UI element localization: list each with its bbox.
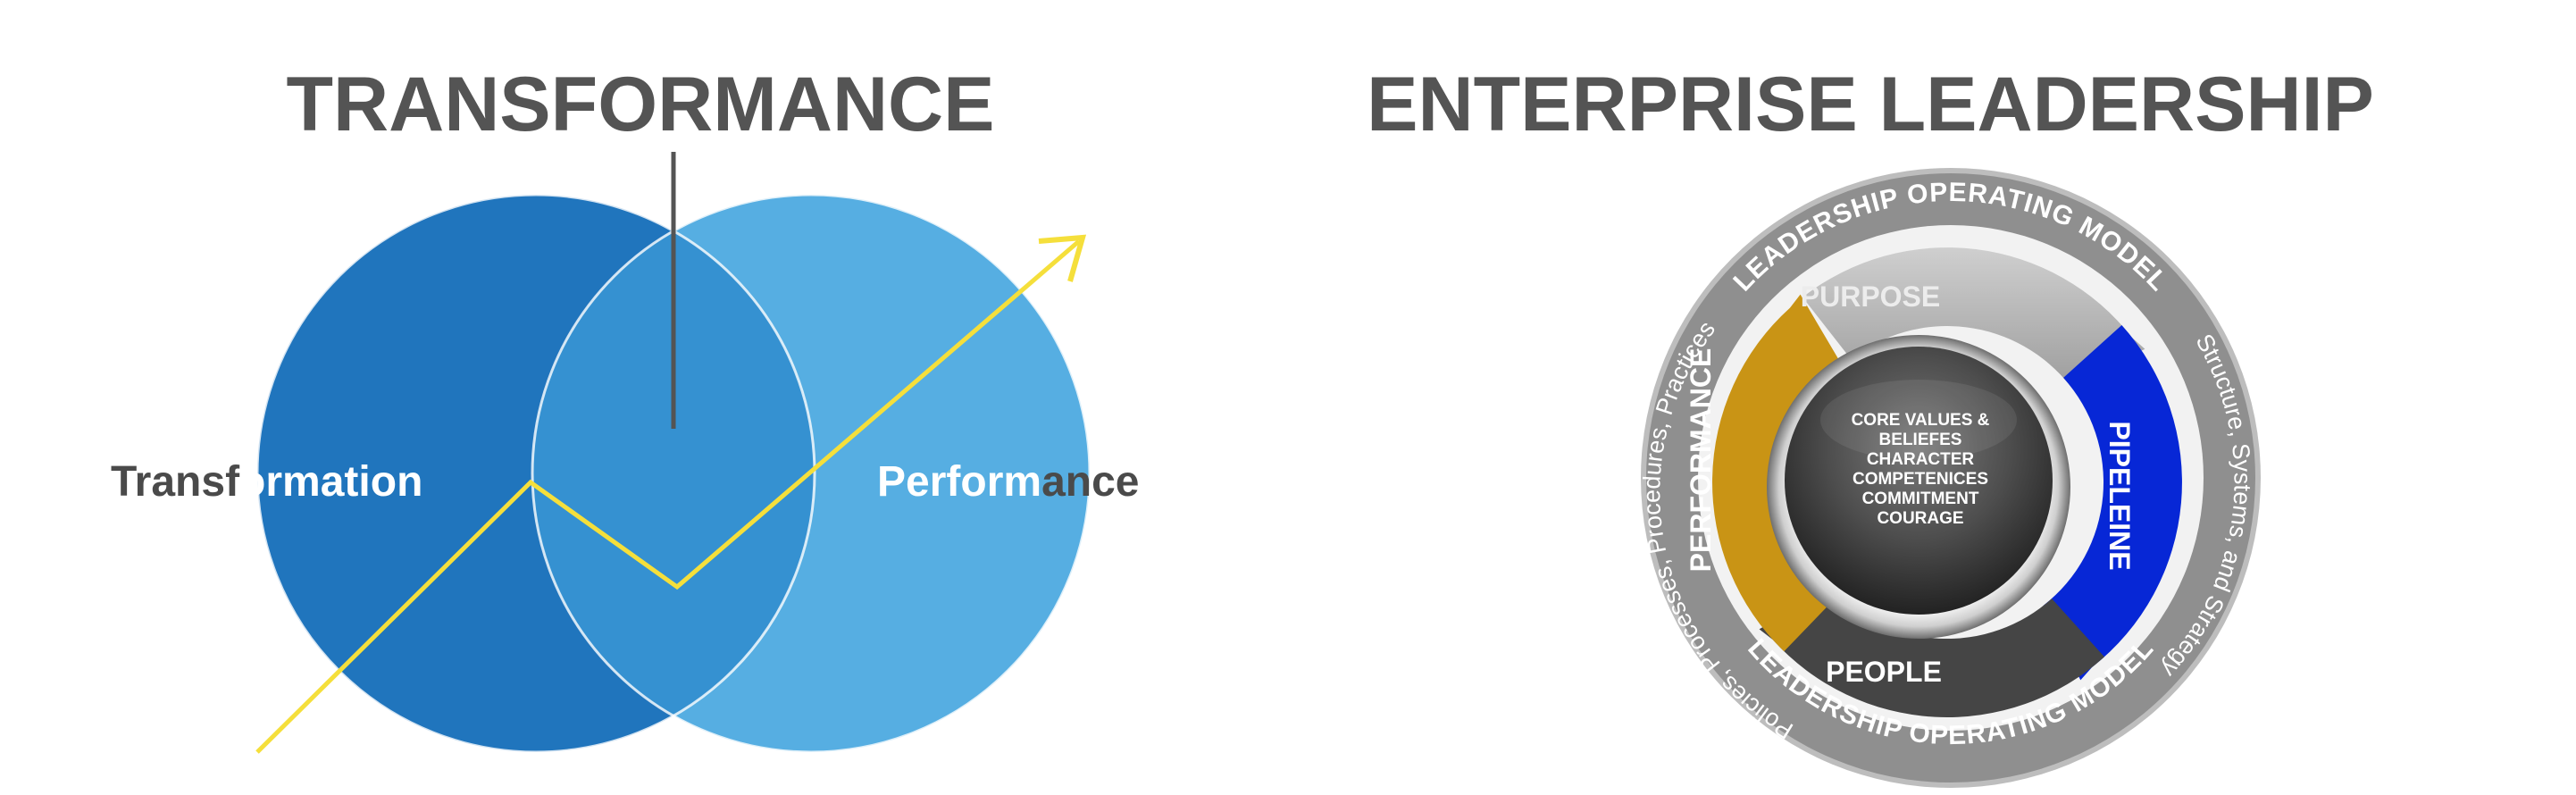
segment-label-performance: PERFORMANCE (1685, 348, 1717, 573)
segment-purpose (1802, 247, 2145, 387)
core-value-line: COMPETENICES (1853, 470, 1988, 489)
transformation-label: Transformation (111, 458, 422, 506)
segment-label-pipeline: PIPELEINE (2103, 421, 2136, 570)
core-value-line: COURAGE (1877, 509, 1963, 528)
segment-label-purpose: PURPOSE (1801, 280, 1940, 313)
transformation-circle-outline (255, 193, 816, 754)
core-value-line: CORE VALUES & (1852, 411, 1990, 430)
growth-arrowhead-icon (1038, 234, 1087, 282)
transformance-title: TRANSFORMANCE (286, 62, 994, 147)
transformance-diagram: TRANSFORMANCE Transformation Performance (111, 62, 1139, 754)
performance-circle-outline (531, 193, 1091, 754)
core-hub (1785, 347, 2053, 615)
performance-label: Performance (877, 458, 1139, 506)
segment-pipeline (2043, 325, 2182, 681)
core-value-line: CHARACTER (1867, 450, 1975, 469)
core-value-line: COMMITMENT (1862, 490, 1979, 508)
growth-arrow-line (255, 239, 1081, 754)
enterprise-leadership-diagram: ENTERPRISE LEADERSHIP LEADERSHIP OPERATI… (1367, 62, 2374, 788)
core-highlight (1820, 380, 2017, 460)
core-value-line: BELIEFES (1879, 431, 1962, 449)
core-values-text: CORE VALUES &BELIEFESCHARACTERCOMPETENIC… (1852, 411, 1990, 528)
enterprise-leadership-title: ENTERPRISE LEADERSHIP (1367, 62, 2374, 147)
segment-label-people: PEOPLE (1826, 656, 1942, 688)
